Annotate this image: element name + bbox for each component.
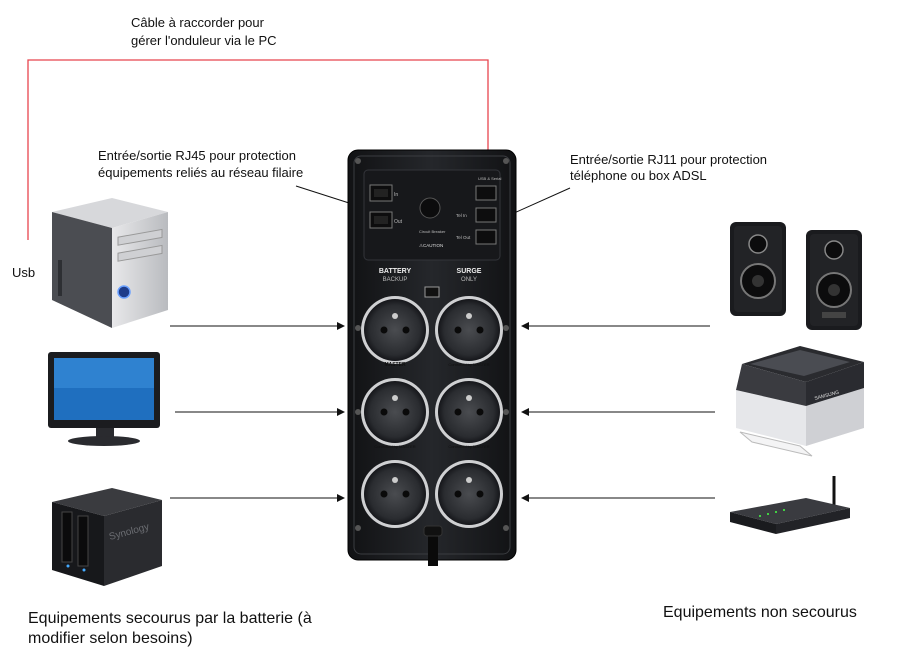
rj11-label-line1: Entrée/sortie RJ11 pour protection (570, 152, 768, 167)
rj11-in-label: Tel In (456, 213, 467, 218)
circuit-breaker-label: Circuit Breaker (419, 229, 446, 234)
caution-label: ⚠CAUTION (419, 243, 443, 248)
controlled-by-label: Controlled by MASTER (448, 444, 489, 449)
only-label: ONLY (461, 277, 477, 283)
rj45-in-label: In (394, 192, 398, 198)
usb-port-label: USB & Serial (478, 176, 501, 181)
usb-cable-line (27, 59, 495, 240)
ups-unit: In Out Circuit Breaker ⚠CAUTION USB & Se… (347, 149, 517, 566)
rj45-label-line2: équipements reliés au réseau filaire (98, 165, 304, 180)
ups-top-panel: In Out Circuit Breaker ⚠CAUTION USB & Se… (363, 169, 501, 261)
socket-battery-1: MASTER (361, 296, 429, 368)
socket-surge-3 (435, 460, 503, 528)
usb-cable-label-line2: gérer l'onduleur via le PC (131, 33, 277, 48)
socket-battery-3 (361, 460, 429, 528)
rj45-ports: In Out (369, 184, 403, 229)
controlled-by-label: Controlled by MASTER (374, 444, 415, 449)
rj11-ports: USB & Serial Tel In Tel Out (456, 176, 501, 245)
nas-icon: Synology (52, 488, 162, 586)
router-icon (730, 476, 850, 534)
socket-surge-2: Controlled by MASTER (435, 378, 503, 449)
rj45-out-label: Out (394, 219, 403, 225)
battery-label: BATTERY (379, 268, 412, 275)
non-backup-equipment-label: Equipements non secourus (663, 604, 857, 621)
printer-icon: SAMSUNG (736, 346, 864, 457)
rj11-label-line2: téléphone ou box ADSL (570, 168, 707, 183)
usb-cable-label-line1: Câble à raccorder pour (131, 15, 264, 30)
backup-equipment-label-line2: modifier selon besoins) (28, 630, 193, 647)
master-label: MASTER (384, 362, 406, 368)
rj11-out-label: Tel Out (456, 235, 471, 240)
pc-tower-icon (52, 198, 168, 328)
backup-equipment-label-line1: Equipements secourus par la batterie (à (28, 610, 312, 627)
circuit-breaker: Circuit Breaker ⚠CAUTION (419, 197, 446, 248)
surge-label: SURGE (457, 268, 482, 275)
usb-label: Usb (12, 265, 36, 280)
controlled-by-label: Controlled by MASTER (448, 362, 489, 367)
power-cord (428, 528, 438, 566)
monitor-icon (48, 352, 160, 446)
rj45-label-line1: Entrée/sortie RJ45 pour protection (98, 148, 296, 163)
master-switch-icon (424, 286, 440, 298)
socket-battery-2: Controlled by MASTER (361, 378, 429, 449)
speakers-icon (730, 222, 862, 330)
backup-label: BACKUP (383, 277, 408, 283)
socket-surge-1: Controlled by MASTER (435, 296, 503, 367)
